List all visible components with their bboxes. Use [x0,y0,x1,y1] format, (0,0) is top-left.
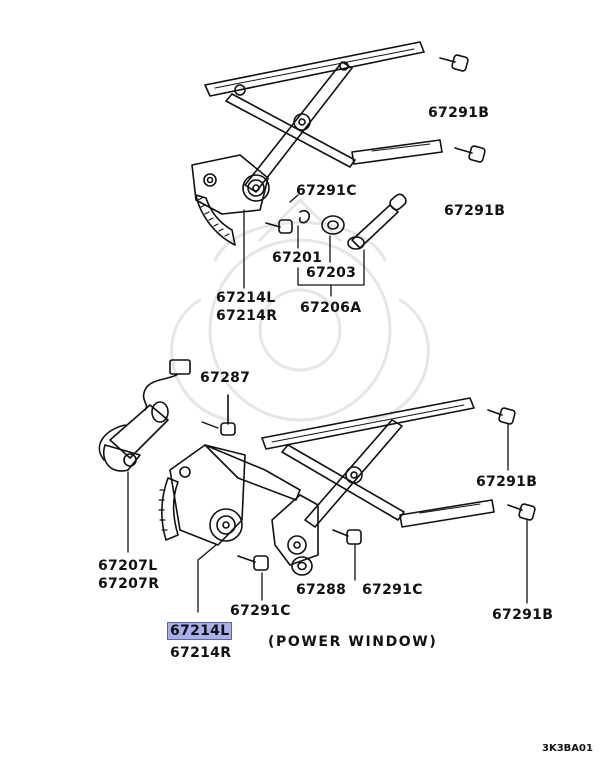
label-67214L-lower[interactable]: 67214L [167,622,233,640]
power-window-motor [98,359,191,472]
label-67291B-upper-2: 67291B [444,203,506,219]
lower-guide-rail [351,139,443,165]
arm-cross [225,93,356,168]
spring-drum [242,174,270,202]
label-67291C-upper: 67291C [296,183,357,199]
bolt-67291C-3 [332,529,362,545]
label-67214R-upper: 67214R [216,308,278,324]
washer-67203 [321,215,345,235]
label-67214L-upper: 67214L [216,290,276,306]
window-handle-67206A [347,193,407,250]
top-guide-rail [204,41,425,97]
label-67214R-lower: 67214R [170,645,232,661]
label-67288: 67288 [296,582,347,598]
manual-regulator-assembly [191,41,443,246]
power-regulator-assembly [158,397,495,566]
diagram-code: 3K3BA01 [542,743,593,754]
bolt-67287 [220,394,236,436]
bolt-67291B-4 [507,503,536,521]
label-67201: 67201 [272,250,323,266]
power-window-caption: (POWER WINDOW) [268,634,438,650]
clip-67201 [298,209,311,224]
bolt-67291C-1 [265,219,293,234]
label-67206A: 67206A [300,300,362,316]
label-67207L: 67207L [98,558,158,574]
leader-lines-upper [243,194,365,297]
label-67291C-lower-1: 67291C [230,603,291,619]
leader-lines-lower [127,421,528,613]
highlighted-part-number[interactable]: 67214L [167,622,233,640]
label-67291B-upper-1: 67291B [428,105,490,121]
arm-main [244,61,353,193]
bolt-67291C-2 [237,555,269,571]
label-67203: 67203 [306,265,357,281]
bolt-67291B-1 [439,54,469,72]
bolt-67291B-3 [487,407,516,425]
regulator-base-plate [191,154,269,215]
label-67287: 67287 [200,370,251,386]
nut-67288 [291,556,313,576]
label-67291B-lower-2: 67291B [492,607,554,623]
label-67291B-lower-1: 67291B [476,474,538,490]
label-67207R: 67207R [98,576,160,592]
bolt-67291B-2 [454,145,486,163]
label-67291C-lower-2: 67291C [362,582,423,598]
sector-gear [195,194,236,246]
